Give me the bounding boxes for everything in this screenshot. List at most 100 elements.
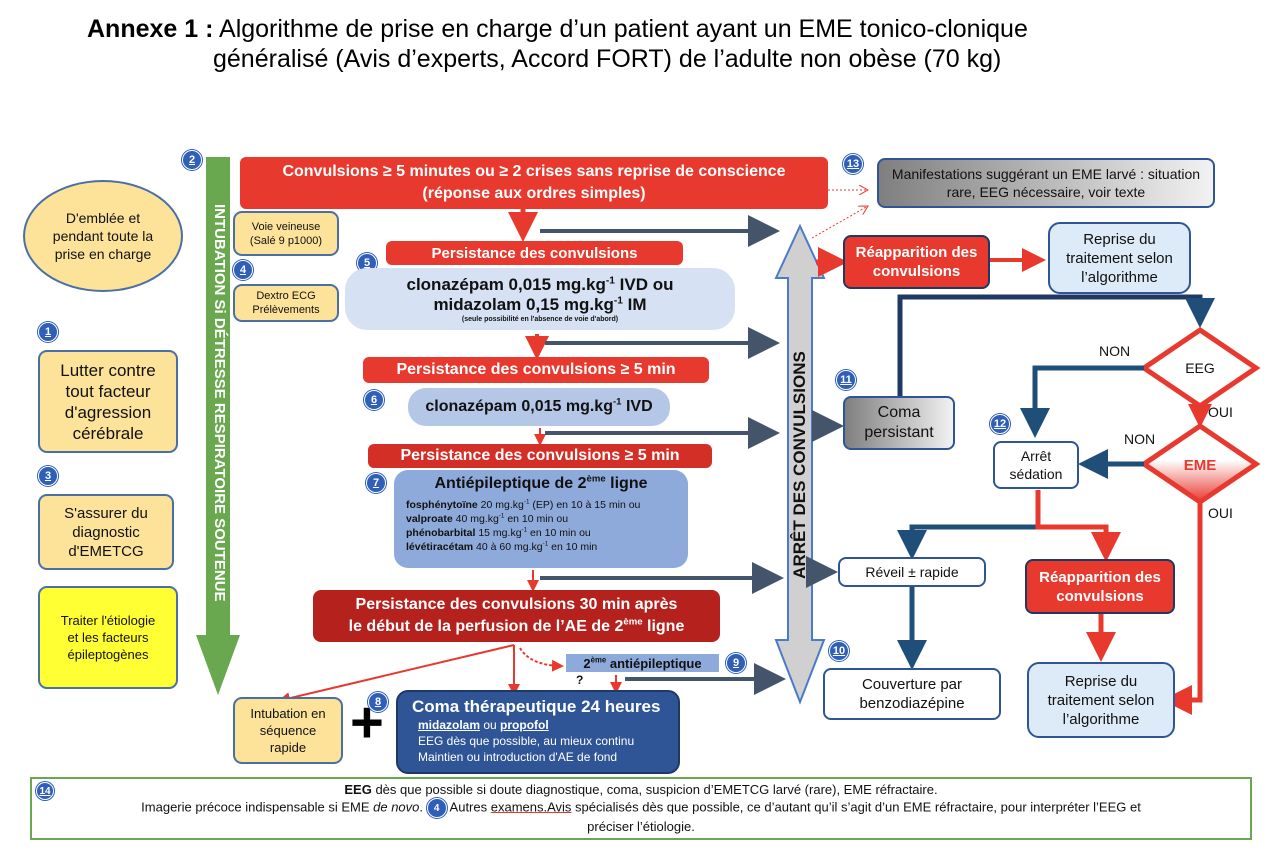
step7-drug: lévétiracétam 40 à 60 mg.kg-1 en 10 min bbox=[406, 540, 676, 554]
box-step6: clonazépam 0,015 mg.kg-1 IVD bbox=[408, 388, 670, 426]
box-etiologie-text: Traiter l'étiologie et les facteurs épil… bbox=[60, 613, 156, 662]
persist3-text: Persistance des convulsions ≥ 5 min bbox=[400, 447, 680, 464]
drug-tail: en 10 min ou bbox=[527, 527, 591, 539]
intubation-text: Intubation en séquence rapide bbox=[250, 706, 326, 755]
box-arret-sedation: Arrêt sédation bbox=[993, 441, 1079, 489]
box-step5: clonazépam 0,015 mg.kg-1 IVD ou midazola… bbox=[345, 268, 735, 330]
footer-line2-d: spécialisés dès que possible, ce d’autan… bbox=[571, 799, 1141, 815]
box-step8: Coma thérapeutique 24 heures midazolam o… bbox=[396, 690, 680, 774]
step5-line1: clonazépam 0,015 mg.kg bbox=[406, 274, 606, 294]
persist1-text: Persistance des convulsions bbox=[431, 244, 638, 262]
badge-3: 3 bbox=[38, 466, 58, 486]
arrow-eeg-non bbox=[1020, 365, 1144, 438]
box-start-convulsions: Convulsions ≥ 5 minutes ou ≥ 2 crises sa… bbox=[240, 157, 828, 209]
footer-eeg-bold: EEG bbox=[344, 782, 372, 797]
box-diagnostic: S'assurer du diagnostic d'EMETCG bbox=[38, 494, 174, 570]
step6-sup: -1 bbox=[612, 396, 622, 408]
step13-text: Manifestations suggérant un EME larvé : … bbox=[891, 166, 1201, 200]
step5-sup2: -1 bbox=[613, 294, 623, 306]
box-voie-text: Voie veineuse (Salé 9 p1000) bbox=[249, 220, 323, 247]
reveil-text: Réveil ± rapide bbox=[865, 564, 959, 580]
box-couverture: Couverture par benzodiazépine bbox=[823, 668, 1001, 720]
step8-line2: EEG dès que possible, au mieux continu bbox=[418, 734, 635, 748]
box-etiologie: Traiter l'étiologie et les facteurs épil… bbox=[38, 586, 178, 689]
badge-2: 2 bbox=[182, 150, 202, 170]
step7-title-tail: ligne bbox=[605, 475, 648, 492]
drug-sup: -1 bbox=[521, 526, 528, 534]
box-coma-persistant: Coma persistant bbox=[843, 396, 955, 450]
footer-line2-italic: de novo bbox=[373, 799, 420, 815]
step8-drug1: midazolam bbox=[418, 718, 481, 732]
footer-note: 14 EEG dès que possible si doute diagnos… bbox=[30, 777, 1252, 840]
reapp1-text: Réapparition des convulsions bbox=[855, 244, 978, 280]
step6-drug: clonazépam 0,015 mg.kg bbox=[425, 398, 613, 415]
step9-sup: ème bbox=[590, 655, 607, 665]
drug-dose: 40 à 60 mg.kg bbox=[473, 541, 543, 553]
eeg-oui-label: OUI bbox=[1208, 404, 1233, 420]
drug-sup: -1 bbox=[523, 498, 530, 506]
badge-13: 13 bbox=[843, 154, 863, 174]
arrow-sedation-to-reveil bbox=[897, 490, 1041, 560]
persist30-sup: ème bbox=[623, 616, 643, 628]
persist30-line2: le début de la perfusion de l’AE de 2 bbox=[348, 618, 624, 635]
step9-text: antiépileptique bbox=[606, 655, 702, 671]
step7-drug-list: fosphénytoïne 20 mg.kg-1 (EP) en 10 à 15… bbox=[406, 498, 676, 554]
title-prefix: Annexe 1 : bbox=[87, 15, 214, 43]
reprise1-text: Reprise du traitement selon l’algorithme bbox=[1066, 230, 1173, 286]
box-reapparition-2: Réapparition des convulsions bbox=[1025, 559, 1175, 614]
badge-8: 8 bbox=[368, 692, 388, 712]
box-persist2: Persistance des convulsions ≥ 5 min bbox=[363, 357, 709, 383]
dashed-arrow-arret-to-13 bbox=[811, 206, 868, 239]
box-lutter: Lutter contre tout facteur d'agression c… bbox=[38, 350, 178, 453]
box-reapparition-1: Réapparition des convulsions bbox=[843, 235, 990, 289]
box-persist1: Persistance des convulsions bbox=[386, 241, 683, 265]
step8-drug2: propofol bbox=[500, 718, 549, 732]
eme-label: EME bbox=[1183, 456, 1217, 474]
drug-name: valproate bbox=[406, 513, 453, 525]
drug-dose: 40 mg.kg bbox=[452, 513, 499, 525]
box-persist30: Persistance des convulsions 30 min après… bbox=[313, 590, 720, 642]
step5-sup1: -1 bbox=[605, 274, 615, 286]
arrow-eme-oui bbox=[1162, 502, 1203, 715]
footer-line2-c: Autres bbox=[449, 799, 491, 815]
drug-dose: 20 mg.kg bbox=[477, 499, 524, 511]
box-step9: 2ème antiépileptique bbox=[566, 654, 719, 672]
box-persist3: Persistance des convulsions ≥ 5 min bbox=[368, 444, 712, 468]
step8-or: ou bbox=[480, 718, 501, 732]
drug-name: lévétiracétam bbox=[406, 541, 474, 553]
badge-10: 10 bbox=[829, 641, 849, 661]
arret-label-wrap: ARRÊT DES CONVULSIONS bbox=[789, 290, 811, 640]
arret-label: ARRÊT DES CONVULSIONS bbox=[790, 351, 810, 579]
step7-drug: fosphénytoïne 20 mg.kg-1 (EP) en 10 à 15… bbox=[406, 498, 676, 512]
step6-tail: IVD bbox=[621, 398, 653, 415]
title-line1: Algorithme de prise en charge d’un patie… bbox=[219, 15, 1028, 43]
title-line2: généralisé (Avis d’experts, Accord FORT)… bbox=[213, 45, 1002, 73]
start-text: Convulsions ≥ 5 minutes ou ≥ 2 crises sa… bbox=[282, 163, 786, 202]
box-intubation: Intubation en séquence rapide bbox=[233, 697, 343, 764]
step5-note: (seule possibilité en l'absence de voie … bbox=[461, 315, 619, 323]
footer-badge-4: 4 bbox=[426, 798, 447, 818]
step8-line3: Maintien ou introduction d'AE de fond bbox=[418, 750, 618, 764]
footer-examens-link: examens.Avis bbox=[490, 799, 572, 815]
eme-oui-label: OUI bbox=[1208, 505, 1233, 521]
eeg-non-label: NON bbox=[1099, 343, 1131, 359]
box-dextro: Dextro ECG Prélèvements bbox=[233, 284, 339, 322]
step7-title: Antiépileptique de 2 bbox=[434, 475, 587, 492]
arrow-persist30-to-step9 bbox=[519, 647, 564, 672]
badge-1: 1 bbox=[38, 322, 58, 342]
badge-14: 14 bbox=[36, 782, 54, 800]
step5-tail1: IVD ou bbox=[614, 274, 674, 294]
green-intubation-arrow bbox=[196, 157, 240, 695]
badge-4: 4 bbox=[233, 260, 253, 280]
drug-sup: -1 bbox=[498, 512, 505, 520]
drug-name: fosphénytoïne bbox=[406, 499, 478, 511]
eeg-label: EEG bbox=[1185, 360, 1215, 376]
step5-line2: midazolam 0,15 mg.kg bbox=[433, 294, 614, 314]
persist30-tail: ligne bbox=[642, 618, 685, 635]
badge-7: 7 bbox=[366, 473, 386, 493]
box-voie-veineuse: Voie veineuse (Salé 9 p1000) bbox=[233, 211, 339, 256]
box-dextro-text: Dextro ECG Prélèvements bbox=[252, 290, 320, 316]
coma-text: Coma persistant bbox=[864, 404, 934, 441]
drug-name: phénobarbital bbox=[406, 527, 476, 539]
reprise2-text: Reprise du traitement selon l’algorithme bbox=[1047, 672, 1155, 728]
